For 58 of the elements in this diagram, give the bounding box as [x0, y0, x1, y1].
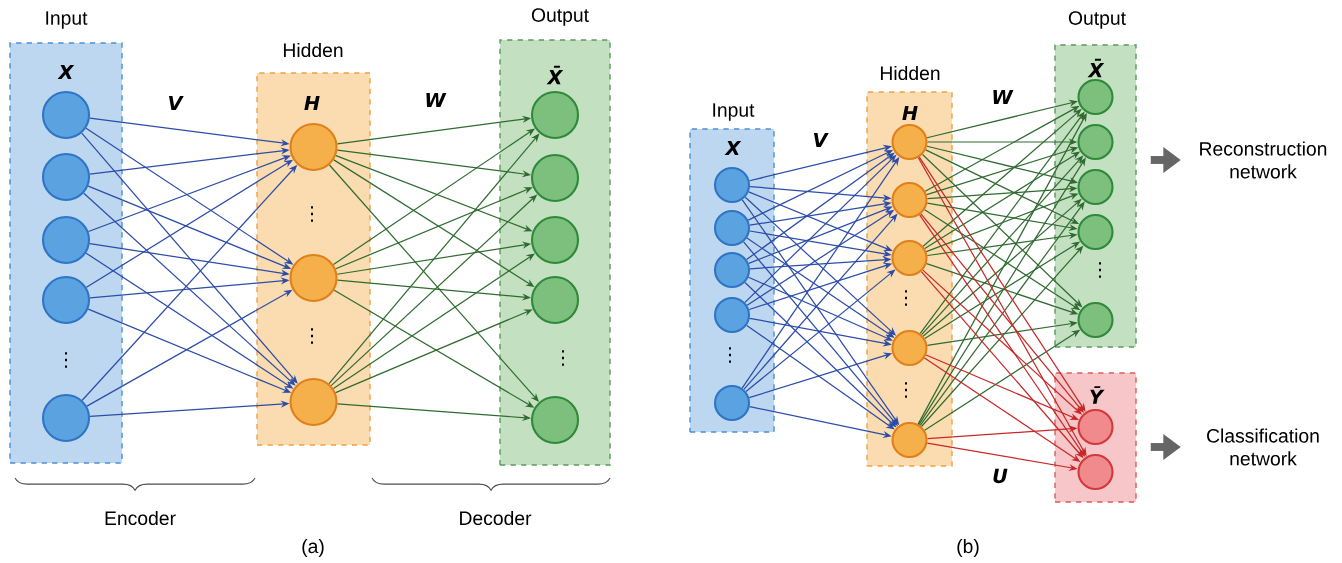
weight-label: V	[169, 95, 184, 111]
layer-heading: Hidden	[881, 65, 940, 81]
variable-symbol: H	[902, 105, 918, 121]
neuron-circle	[289, 377, 338, 427]
variable-symbol: Ȳ	[1090, 386, 1105, 404]
weight-label: V	[814, 132, 829, 148]
arrow	[87, 155, 291, 233]
layer-heading: Hidden	[284, 42, 343, 58]
caption-text: Encoder	[105, 510, 176, 526]
neuron-circle	[713, 251, 751, 289]
ellipsis-dots: ⋮	[905, 290, 907, 306]
weight-label: U	[993, 468, 1008, 484]
neuron-circle	[713, 296, 751, 334]
neuron-circle	[530, 275, 580, 325]
arrow	[747, 276, 893, 341]
neuron-circle	[530, 153, 580, 203]
neuron-circle	[891, 239, 928, 277]
ellipsis-dots: ⋮	[65, 352, 67, 368]
variable-symbol: H	[304, 95, 320, 111]
caption-text: (a)	[302, 539, 324, 557]
neuron-circle	[289, 253, 338, 303]
arrow	[81, 132, 298, 384]
neuron-circle	[1077, 408, 1114, 446]
arrow	[83, 192, 296, 386]
neuron-circle	[41, 152, 91, 202]
neuron-circle	[41, 393, 91, 443]
neuron-circle	[713, 209, 751, 247]
neuron-circle	[530, 395, 580, 445]
neuron-circle	[530, 90, 580, 140]
neuron-circle	[41, 275, 91, 325]
weight-label: W	[993, 89, 1014, 105]
caption-text: Decoder	[460, 510, 532, 526]
neuron-circle	[891, 421, 928, 459]
variable-symbol: X̄	[1087, 58, 1105, 78]
ellipsis-dots: ⋮	[1099, 262, 1101, 278]
ellipsis-dots: ⋮	[729, 347, 731, 363]
ellipsis-dots: ⋮	[562, 350, 564, 366]
layer-heading: Input	[713, 103, 755, 121]
caption-text: (b)	[957, 539, 979, 557]
neuron-circle	[713, 384, 751, 422]
neuron-circle	[289, 122, 338, 172]
ellipsis-dots: ⋮	[905, 382, 907, 398]
variable-symbol: X̄	[546, 65, 564, 85]
neuron-circle	[1077, 78, 1114, 116]
variable-symbol: X	[724, 140, 742, 156]
ellipsis-dots: ⋮	[311, 206, 313, 222]
layer-heading: Input	[46, 11, 88, 29]
neuron-circle	[41, 90, 91, 140]
layer-heading: Output	[1068, 11, 1126, 29]
output-label: Reconstruction network	[1200, 141, 1327, 179]
neuron-circle	[530, 215, 580, 265]
neuron-circle	[41, 215, 91, 265]
variable-symbol: X	[57, 64, 75, 80]
layer-heading: Output	[531, 8, 589, 26]
arrow	[746, 152, 895, 261]
weight-label: W	[426, 92, 447, 108]
ellipsis-dots: ⋮	[311, 328, 313, 344]
output-label: Classification network	[1207, 428, 1319, 466]
